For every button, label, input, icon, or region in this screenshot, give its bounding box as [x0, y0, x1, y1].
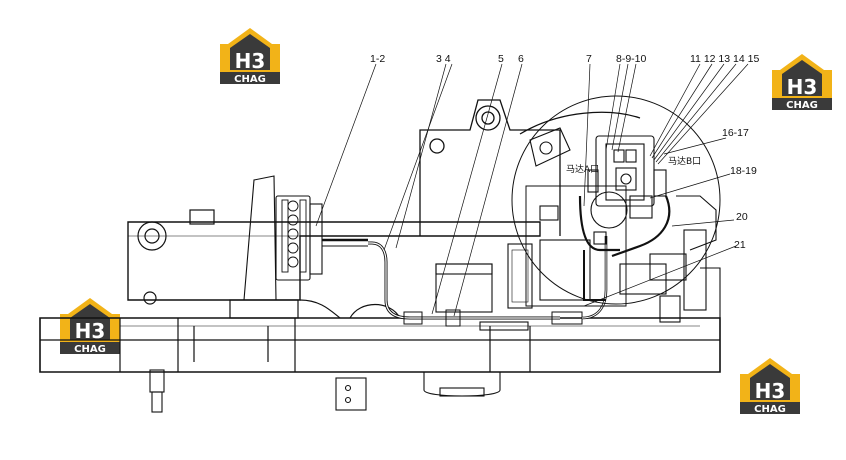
- svg-text:H3: H3: [235, 49, 266, 73]
- svg-text:CHAG: CHAG: [786, 100, 818, 111]
- svg-text:CHAG: CHAG: [234, 74, 266, 85]
- hydraulic-hoses: [368, 236, 608, 327]
- callout-21: 21: [734, 239, 746, 251]
- rotary-motor-assembly: [511, 95, 721, 323]
- callout-6: 6: [518, 53, 524, 65]
- lift-arm: [419, 99, 641, 236]
- logo-mid-left: H3 CHAG: [60, 298, 120, 355]
- callout-8-9-10: 8-9-10: [616, 53, 647, 65]
- callout-11-15: 11 12 13 14 15: [690, 53, 759, 65]
- motor-port-a-label: 马达A口: [566, 163, 599, 175]
- callout-7: 7: [586, 53, 592, 65]
- callout-20: 20: [736, 211, 748, 223]
- svg-text:H3: H3: [75, 319, 106, 343]
- callout-3-4: 3 4: [436, 53, 451, 65]
- callout-5: 5: [498, 53, 504, 65]
- callout-16-17: 16-17: [722, 127, 749, 139]
- callout-18-19: 18-19: [730, 165, 757, 177]
- svg-text:H3: H3: [787, 75, 818, 99]
- control-valve-block: [243, 175, 368, 301]
- callout-1-2: 1-2: [370, 53, 385, 65]
- port-labels: 马达A口 马达B口: [566, 155, 701, 175]
- chassis-frame: [39, 209, 721, 373]
- svg-text:CHAG: CHAG: [74, 344, 106, 355]
- svg-text:CHAG: CHAG: [754, 404, 786, 415]
- callout-labels: 1-2 3 4 5 6 7 8-9-10 11 12 13 14 15 16-1…: [370, 53, 759, 251]
- leader-lines: [315, 63, 749, 317]
- logo-top-left: H3 CHAG: [220, 28, 280, 85]
- logo-bottom-right: H3 CHAG: [740, 358, 800, 415]
- svg-text:H3: H3: [755, 379, 786, 403]
- logo-top-right: H3 CHAG: [772, 54, 832, 111]
- motor-port-b-label: 马达B口: [668, 155, 701, 167]
- swing-motor-block: [149, 239, 591, 413]
